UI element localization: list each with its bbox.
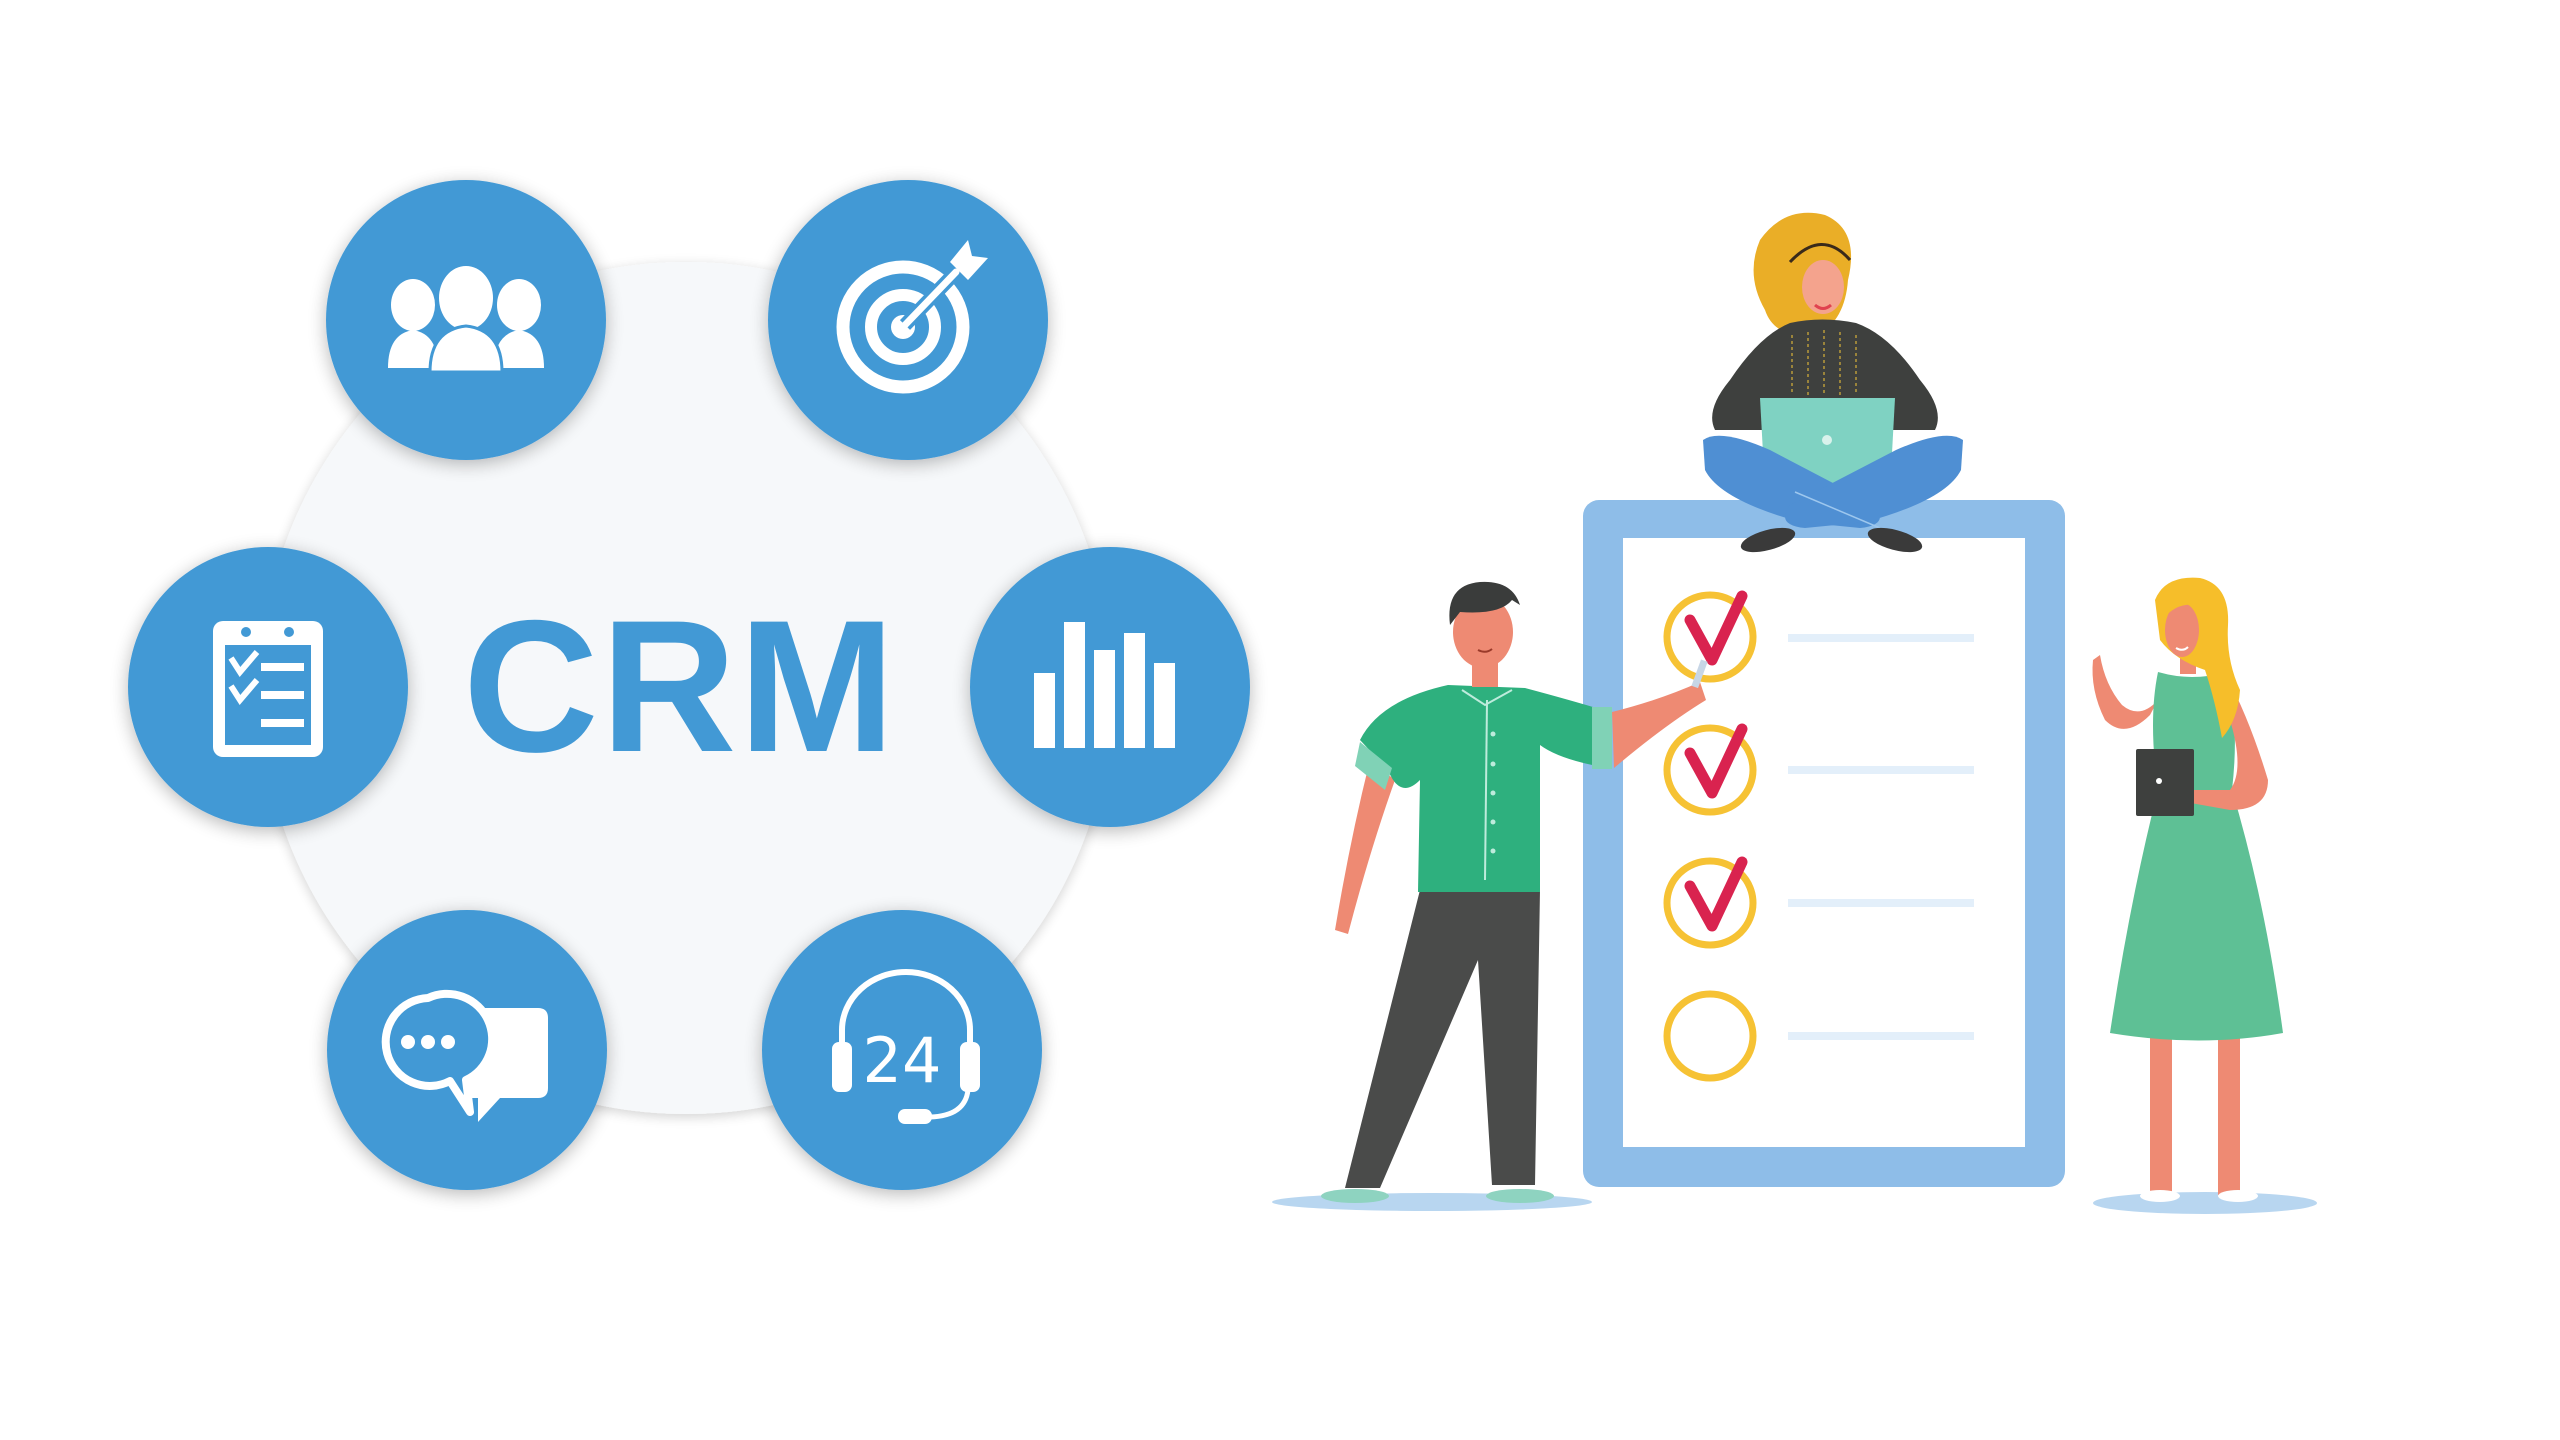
crm-title: CRM [462, 581, 898, 791]
target-icon [836, 240, 988, 394]
support-24-label: 24 [862, 1024, 942, 1097]
checklist-item-4 [1663, 990, 1974, 1082]
man-pointing [1321, 581, 1708, 1203]
clipboard [1583, 500, 2065, 1187]
checklist-item-1 [1663, 590, 1974, 683]
feature-tasks [128, 547, 408, 827]
headset-icon [832, 969, 980, 1124]
feature-communication [327, 910, 607, 1190]
checklist-icon [213, 621, 323, 757]
feature-customers [326, 180, 606, 460]
feature-support [762, 910, 1042, 1190]
chat-bubbles-icon [380, 989, 548, 1122]
feature-goals [768, 180, 1048, 460]
users-icon [388, 266, 544, 374]
feature-analytics [970, 547, 1250, 827]
crm-hub [128, 180, 1250, 1190]
checklist-item-3 [1663, 856, 1974, 949]
checklist-item-2 [1663, 723, 1974, 816]
woman-shadow [2093, 1192, 2317, 1214]
bar-chart-icon [1034, 622, 1175, 748]
woman-sitting-with-laptop [1703, 212, 1963, 553]
check-mark-icon [1684, 590, 1748, 666]
hub-circle [260, 262, 1112, 1114]
checklist-illustration [1272, 212, 2317, 1214]
check-mark-icon [1684, 856, 1748, 932]
check-mark-icon [1684, 723, 1748, 799]
woman-with-tablet [2092, 577, 2283, 1202]
